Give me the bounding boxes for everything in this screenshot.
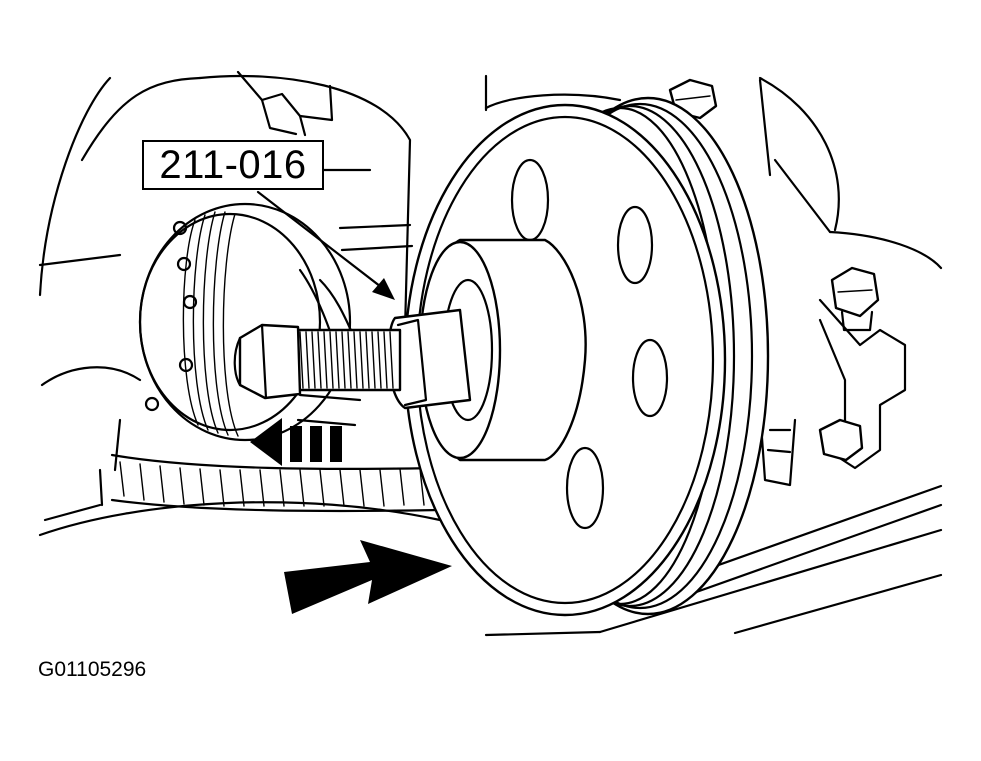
arrow-left-hollow-icon (250, 418, 342, 466)
arrow-right-solid-icon (284, 540, 452, 614)
callout-leader-line (256, 190, 387, 292)
engine-block-outline (38, 70, 943, 522)
pulley-remover-tool (233, 238, 587, 462)
callout-arrowhead (372, 278, 395, 300)
drive-belt (38, 453, 943, 637)
pulley-hole-2 (616, 205, 654, 285)
pulley-hole-4 (565, 446, 605, 530)
figure-id: G01105296 (38, 658, 147, 681)
mounting-bracket (758, 298, 907, 487)
pulley-hole-3 (631, 338, 669, 418)
crankshaft-damper (138, 202, 352, 442)
hex-bolt-right (830, 266, 880, 332)
tool-number-label: 211-016 (142, 140, 324, 190)
hex-bolt-lower (818, 418, 864, 462)
